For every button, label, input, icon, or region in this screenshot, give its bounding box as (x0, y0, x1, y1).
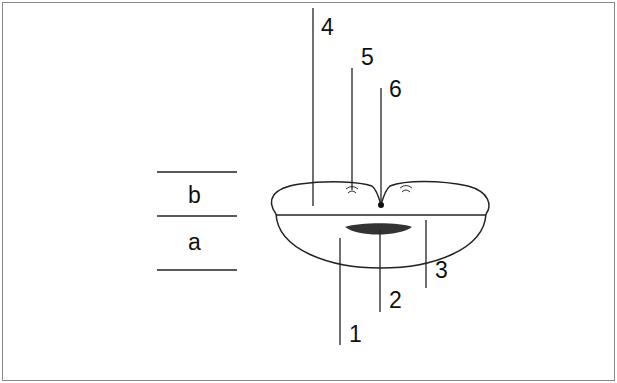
frame (3, 3, 615, 381)
embryo (345, 223, 412, 234)
callout-number: 1 (349, 323, 362, 346)
callout-number: 5 (361, 46, 374, 69)
region-letter: a (188, 231, 201, 254)
point (378, 202, 384, 208)
callout-number: 4 (321, 16, 334, 39)
region-letter: b (188, 184, 201, 207)
callout-number: 3 (435, 259, 448, 282)
leader-lines (313, 8, 426, 345)
callout-number: 2 (389, 289, 402, 312)
callout-number: 6 (389, 78, 402, 101)
bracket-lines (157, 172, 237, 270)
vessel-marks (346, 186, 412, 194)
